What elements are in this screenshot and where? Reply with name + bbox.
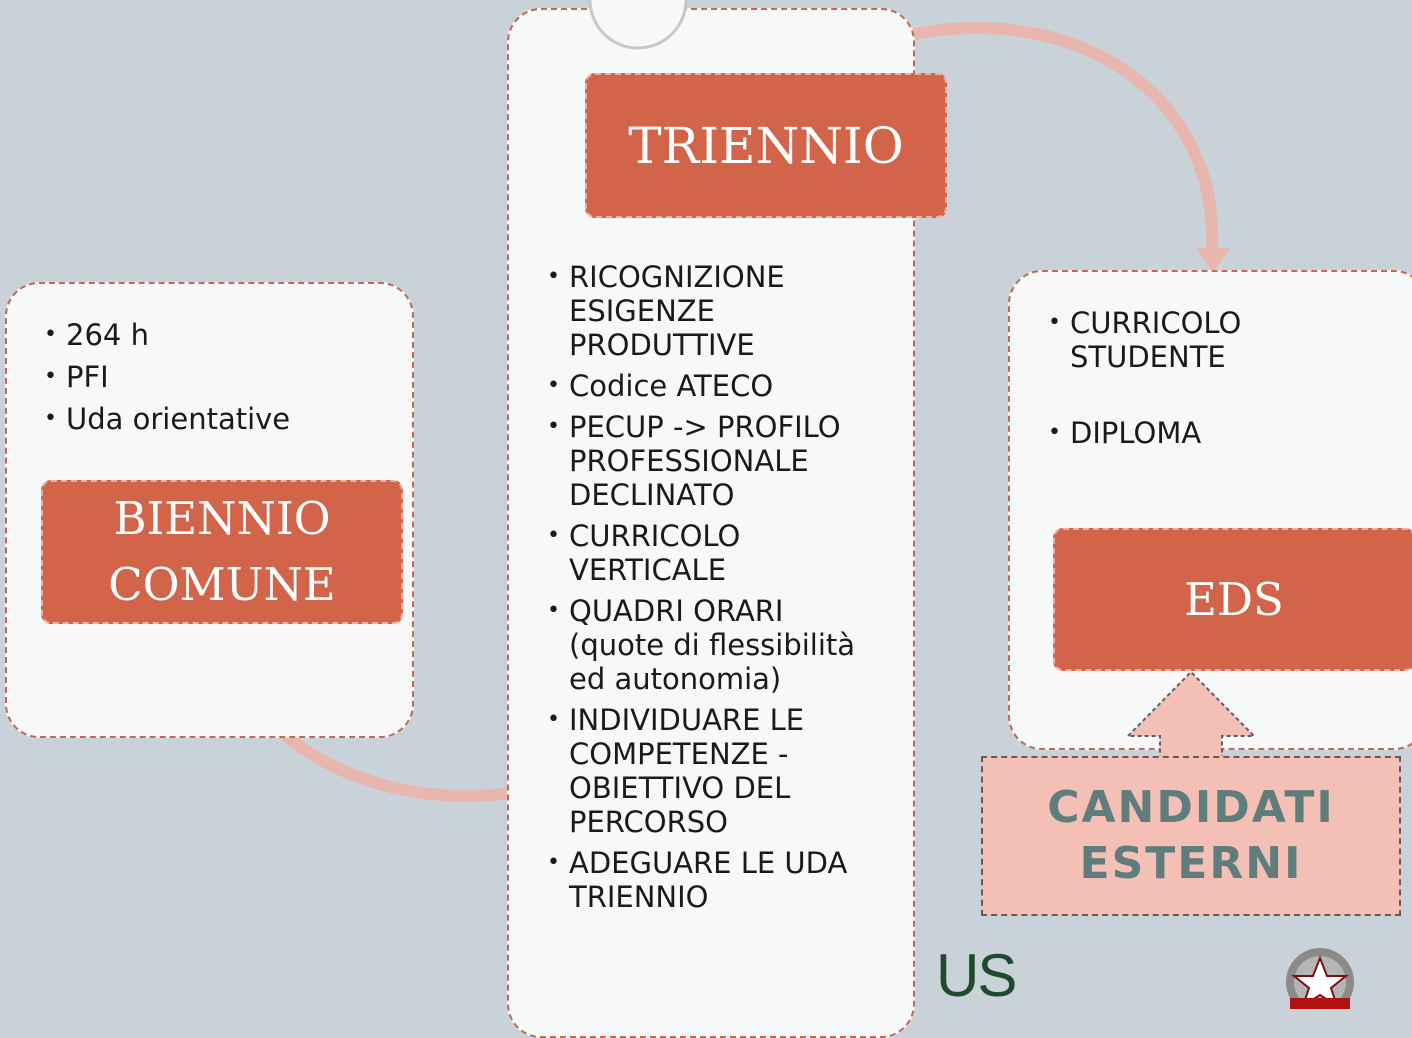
biennio-bullet-list: 264 h PFI Uda orientative — [42, 318, 290, 444]
biennio-comune-box: BIENNIO COMUNE — [41, 480, 403, 624]
list-item: PFI — [42, 360, 290, 394]
top-decoration — [588, 0, 688, 50]
list-item: Uda orientative — [42, 402, 290, 436]
us-logo: US — [936, 942, 1017, 1009]
list-item: RICOGNIZIONE ESIGENZE PRODUTTIVE — [545, 260, 865, 362]
list-item: Codice ATECO — [545, 369, 865, 403]
triennio-bullet-list: RICOGNIZIONE ESIGENZE PRODUTTIVE Codice … — [545, 260, 865, 921]
top-circle-icon — [588, 0, 688, 50]
eds-bullet-list: CURRICOLO STUDENTE DIPLOMA — [1046, 306, 1366, 450]
candidati-esterni-box: CANDIDATI ESTERNI — [981, 756, 1401, 916]
list-item: INDIVIDUARE LE COMPETENZE - OBIETTIVO DE… — [545, 703, 865, 839]
italian-republic-emblem-icon — [1286, 948, 1354, 1009]
emblem — [1286, 948, 1354, 1009]
list-item: PECUP -> PROFILO PROFESSIONALE DECLINATO — [545, 410, 865, 512]
list-item: ADEGUARE LE UDA TRIENNIO — [545, 846, 865, 914]
triennio-box: TRIENNIO — [585, 73, 947, 218]
list-item: 264 h — [42, 318, 290, 352]
candidati-line1: CANDIDATI — [1047, 782, 1335, 833]
list-item: DIPLOMA — [1046, 416, 1366, 450]
eds-title: EDS — [1184, 573, 1284, 626]
list-item: QUADRI ORARI (quote di flessibilità ed a… — [545, 594, 865, 696]
biennio-title-line1: BIENNIO — [113, 492, 331, 545]
candidati-arrow — [1125, 670, 1257, 759]
arrowhead-eds — [1196, 248, 1230, 272]
candidati-line2: ESTERNI — [1079, 838, 1303, 889]
biennio-title-line2: COMUNE — [108, 558, 336, 611]
up-arrow-icon — [1125, 670, 1257, 759]
list-item: CURRICOLO VERTICALE — [545, 519, 865, 587]
eds-box: EDS — [1053, 528, 1412, 671]
triennio-title: TRIENNIO — [628, 116, 904, 175]
list-item: CURRICOLO STUDENTE — [1046, 306, 1366, 374]
